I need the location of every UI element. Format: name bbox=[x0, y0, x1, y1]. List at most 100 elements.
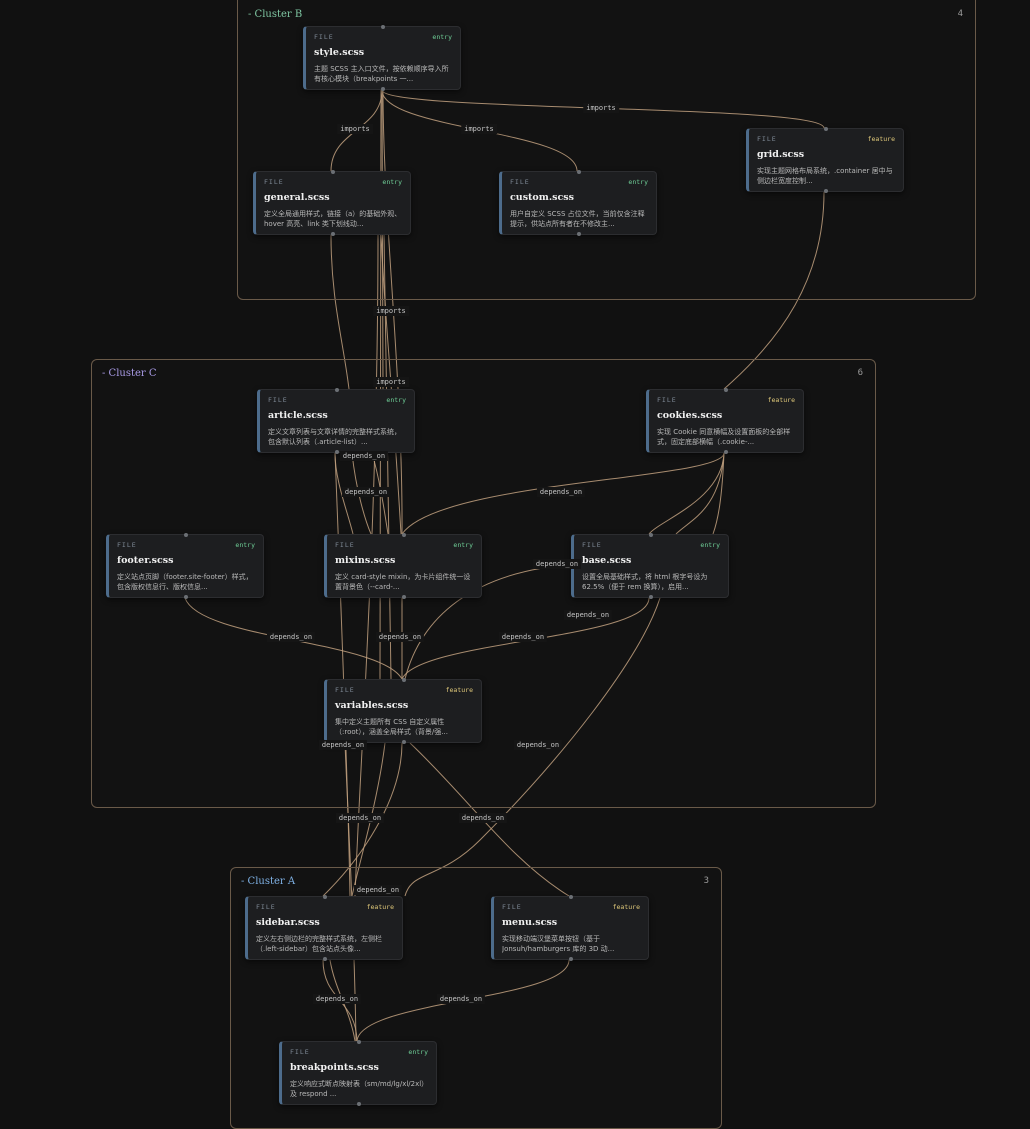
edge-connector bbox=[675, 452, 725, 535]
node-port bbox=[577, 170, 581, 174]
node-badge: feature bbox=[445, 686, 473, 694]
cluster-a-count: 3 bbox=[703, 876, 709, 886]
node-badge: entry bbox=[408, 1048, 428, 1056]
node-name: variables.scss bbox=[335, 700, 409, 711]
edge-label-imports: imports bbox=[461, 124, 497, 134]
node-name: base.scss bbox=[582, 555, 632, 566]
node-desc: 定义响应式断点映射表（sm/md/lg/xl/2xl）及 respond ... bbox=[290, 1080, 425, 1098]
node-port bbox=[381, 25, 385, 29]
node-port bbox=[331, 170, 335, 174]
node-desc: 定义左右侧边栏的完整样式系统，左侧栏（.left-sidebar）包含站点头像.… bbox=[256, 935, 382, 953]
node-desc: 实现主题网格布局系统，.container 居中与侧边栏宽度控制... bbox=[757, 167, 893, 185]
node-port bbox=[824, 127, 828, 131]
node-base[interactable]: FILE entry base.scss 设置全局基础样式，将 html 根字号… bbox=[571, 533, 729, 599]
edge-connector bbox=[322, 742, 403, 897]
edge-label-depends-on: depends_on bbox=[536, 487, 586, 497]
node-kind: FILE bbox=[117, 541, 137, 549]
node-custom[interactable]: FILE entry custom.scss 用户自定义 SCSS 占位文件，当… bbox=[499, 170, 657, 236]
node-mixins[interactable]: FILE entry mixins.scss 定义 card-style mix… bbox=[324, 533, 482, 599]
node-badge: feature bbox=[767, 396, 795, 404]
node-port bbox=[331, 232, 335, 236]
node-port bbox=[184, 533, 188, 537]
node-badge: entry bbox=[700, 541, 720, 549]
edge-label-imports: imports bbox=[373, 306, 409, 316]
node-desc: 设置全局基础样式，将 html 根字号设为 62.5%（便于 rem 换算），启… bbox=[582, 573, 708, 591]
node-kind: FILE bbox=[268, 396, 288, 404]
node-desc: 集中定义主题所有 CSS 自定义属性（:root），涵盖全局样式（背景/强... bbox=[335, 718, 448, 736]
node-variables[interactable]: FILE feature variables.scss 集中定义主题所有 CSS… bbox=[324, 678, 482, 744]
node-kind: FILE bbox=[314, 33, 334, 41]
node-port bbox=[402, 533, 406, 537]
edge-connector bbox=[381, 89, 384, 390]
node-port bbox=[402, 740, 406, 744]
node-desc: 定义全局通用样式，链接（a）的基础外观、hover 高亮、link 类下划线动.… bbox=[264, 210, 402, 228]
node-grid[interactable]: FILE feature grid.scss 实现主题网格布局系统，.conta… bbox=[746, 127, 904, 193]
node-kind: FILE bbox=[335, 541, 355, 549]
node-kind: FILE bbox=[335, 686, 355, 694]
edge-connector bbox=[409, 742, 570, 897]
node-name: grid.scss bbox=[757, 149, 805, 160]
node-port bbox=[357, 1102, 361, 1106]
node-footer[interactable]: FILE entry footer.scss 定义站点页脚（footer.sit… bbox=[106, 533, 264, 599]
node-desc: 用户自定义 SCSS 占位文件，当前仅含注释提示，供站点所有者在不修改主... bbox=[510, 210, 645, 228]
edge-connector bbox=[351, 452, 372, 535]
edge-connector bbox=[330, 234, 350, 390]
node-name: sidebar.scss bbox=[256, 917, 320, 928]
edge-label-depends-on: depends_on bbox=[335, 813, 385, 823]
node-port bbox=[335, 450, 339, 454]
edge-label-depends-on: depends_on bbox=[375, 632, 425, 642]
edge-connector bbox=[712, 452, 725, 535]
node-port bbox=[577, 232, 581, 236]
edge-label-imports: imports bbox=[373, 377, 409, 387]
node-article[interactable]: FILE entry article.scss 定义文章列表与文章详情的完整样式… bbox=[257, 388, 415, 454]
edge-connector bbox=[404, 597, 661, 897]
node-port bbox=[824, 189, 828, 193]
edge-connector bbox=[380, 234, 402, 535]
cluster-a-title: - Cluster A bbox=[241, 876, 296, 887]
edge-connector bbox=[334, 452, 351, 897]
node-port bbox=[184, 595, 188, 599]
node-style[interactable]: FILE entry style.scss 主题 SCSS 主入口文件，按依赖顺… bbox=[303, 25, 461, 91]
node-name: footer.scss bbox=[117, 555, 174, 566]
edge-label-depends-on: depends_on bbox=[563, 610, 613, 620]
node-breakpoints[interactable]: FILE entry breakpoints.scss 定义响应式断点映射表（s… bbox=[279, 1040, 437, 1106]
edge-label-depends-on: depends_on bbox=[498, 632, 548, 642]
node-sidebar[interactable]: FILE feature sidebar.scss 定义左右侧边栏的完整样式系统… bbox=[245, 895, 403, 961]
edge-label-depends-on: depends_on bbox=[339, 451, 389, 461]
node-kind: FILE bbox=[290, 1048, 310, 1056]
node-kind: FILE bbox=[582, 541, 602, 549]
node-port bbox=[323, 895, 327, 899]
edge-connector bbox=[383, 234, 392, 680]
node-name: style.scss bbox=[314, 47, 365, 58]
edge-connector bbox=[401, 452, 725, 535]
node-badge: feature bbox=[867, 135, 895, 143]
node-desc: 主题 SCSS 主入口文件，按依赖顺序导入所有核心模块（breakpoints … bbox=[314, 65, 449, 83]
node-port bbox=[381, 87, 385, 91]
edge-label-depends-on: depends_on bbox=[458, 813, 508, 823]
cluster-b: - Cluster B 4 bbox=[237, 0, 976, 300]
node-general[interactable]: FILE entry general.scss 定义全局通用样式，链接（a）的基… bbox=[253, 170, 411, 236]
node-kind: FILE bbox=[264, 178, 284, 186]
node-badge: entry bbox=[386, 396, 406, 404]
edge-label-depends-on: depends_on bbox=[513, 740, 563, 750]
edge-label-depends-on: depends_on bbox=[532, 559, 582, 569]
edge-connector bbox=[354, 234, 379, 897]
node-port bbox=[724, 450, 728, 454]
node-badge: feature bbox=[366, 903, 394, 911]
node-name: cookies.scss bbox=[657, 410, 723, 421]
node-badge: entry bbox=[382, 178, 402, 186]
cluster-b-count: 4 bbox=[957, 9, 963, 19]
node-desc: 定义文章列表与文章详情的完整样式系统，包含默认列表（.article-list）… bbox=[268, 428, 401, 446]
node-kind: FILE bbox=[256, 903, 276, 911]
edge-connector bbox=[723, 191, 825, 390]
node-cookies[interactable]: FILE feature cookies.scss 实现 Cookie 同意横幅… bbox=[646, 388, 804, 454]
edge-label-imports: imports bbox=[337, 124, 373, 134]
edge-label-depends-on: depends_on bbox=[353, 885, 403, 895]
node-port bbox=[569, 957, 573, 961]
node-name: mixins.scss bbox=[335, 555, 396, 566]
node-badge: entry bbox=[453, 541, 473, 549]
node-menu[interactable]: FILE feature menu.scss 实现移动端汉堡菜单按钮（基于 Jo… bbox=[491, 895, 649, 961]
node-port bbox=[335, 388, 339, 392]
edge-connector bbox=[648, 452, 725, 535]
edge-label-depends-on: depends_on bbox=[318, 740, 368, 750]
